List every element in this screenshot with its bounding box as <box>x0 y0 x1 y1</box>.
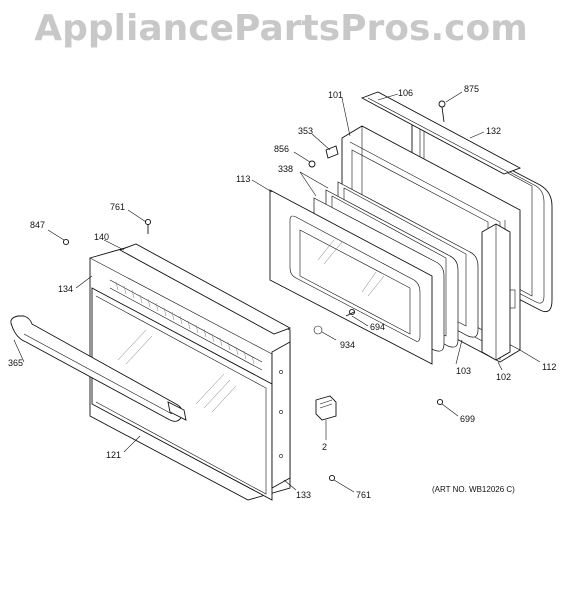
callout-132: 132 <box>486 126 501 136</box>
callout-102: 102 <box>496 372 511 382</box>
screw-875 <box>438 100 446 123</box>
callout-133: 133 <box>296 490 311 500</box>
callout-875: 875 <box>464 84 479 94</box>
screw-761-top <box>144 218 152 234</box>
callout-101: 101 <box>328 90 343 100</box>
callout-761-bottom: 761 <box>356 490 371 500</box>
screw-761-bottom <box>328 474 336 482</box>
screw-847 <box>62 238 70 246</box>
watermark-logo: AppliancePartsPros.com <box>34 8 528 49</box>
screw-699 <box>436 398 444 406</box>
callout-856: 856 <box>274 144 289 154</box>
part-133-side-bracket <box>271 341 291 489</box>
callout-121: 121 <box>106 450 121 460</box>
callout-699: 699 <box>460 414 475 424</box>
part-2-hinge <box>315 395 337 421</box>
callout-113: 113 <box>236 174 250 184</box>
part-113-inner-door-panel <box>269 189 433 365</box>
callout-353: 353 <box>298 126 313 136</box>
callout-140: 140 <box>94 232 109 242</box>
screw-856 <box>308 160 316 168</box>
callout-934: 934 <box>340 340 355 350</box>
part-140-top-vent-trim <box>118 243 292 335</box>
callout-112: 112 <box>542 362 556 372</box>
part-106-top-channel <box>360 91 522 175</box>
callout-338: 338 <box>278 164 293 174</box>
callout-106: 106 <box>398 88 413 98</box>
callout-103: 103 <box>456 366 471 376</box>
callout-365: 365 <box>8 358 23 368</box>
callout-761-top: 761 <box>110 202 125 212</box>
part-102-side-trim <box>481 223 511 361</box>
leader-lines <box>13 91 541 493</box>
callout-134: 134 <box>58 284 73 294</box>
callout-694: 694 <box>370 322 385 332</box>
callout-2: 2 <box>322 442 327 452</box>
part-365-door-handle <box>10 315 187 422</box>
callout-847: 847 <box>30 220 45 230</box>
art-number: (ART NO. WB12026 C) <box>432 485 515 494</box>
screw-694 <box>345 308 356 317</box>
